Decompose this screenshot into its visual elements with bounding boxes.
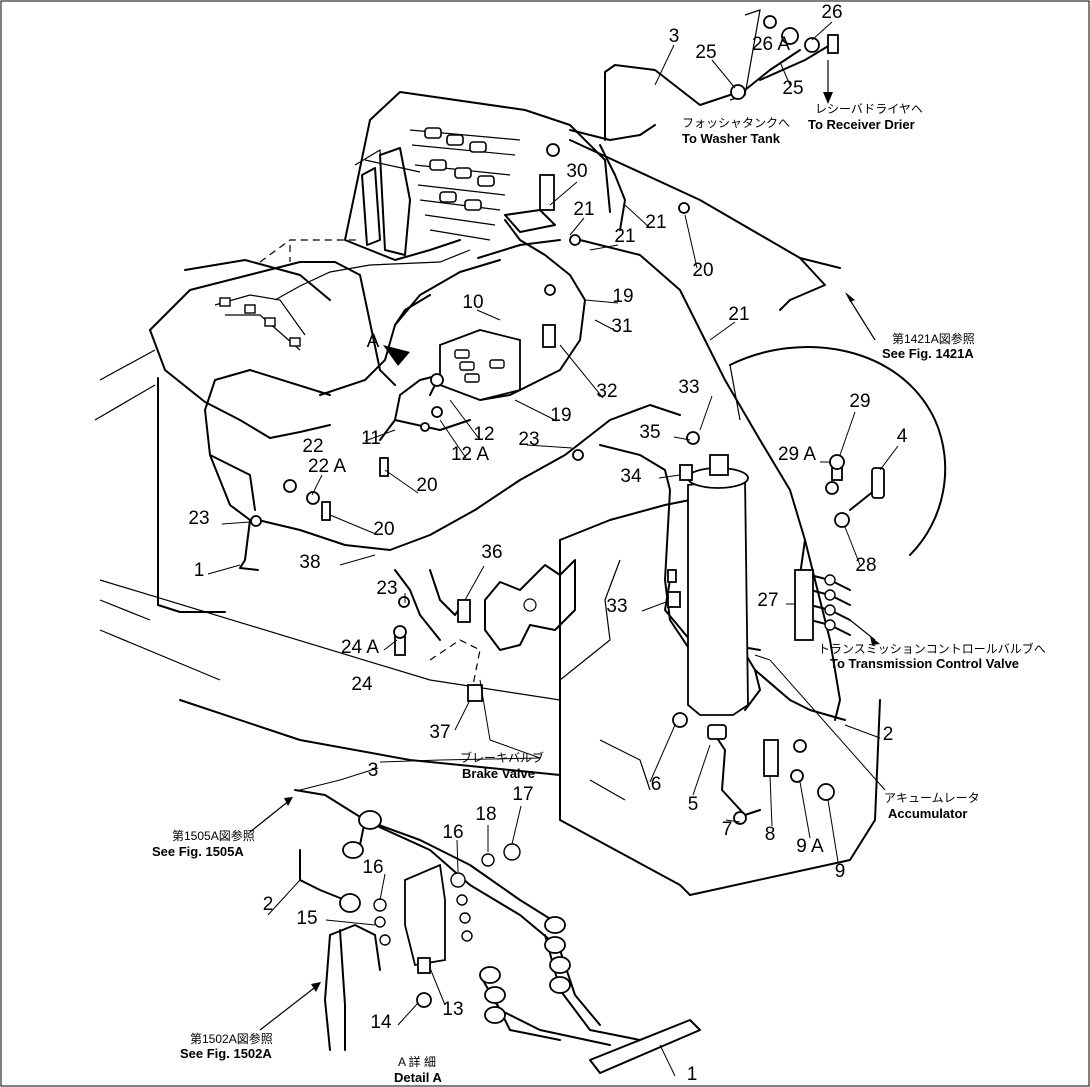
part-number-p32: 32 [596, 381, 617, 402]
part-number-p1b: 1 [687, 1064, 698, 1085]
detail-label-jp: A 詳 細 [398, 1054, 436, 1069]
part-number-p21a: 21 [573, 199, 594, 220]
part-number-p9a: 9 A [796, 836, 824, 857]
fittings [250, 15, 885, 1024]
part-number-p10: 10 [462, 292, 483, 313]
part-number-p23a: 23 [188, 508, 209, 529]
part-number-p21b: 21 [645, 212, 666, 233]
brake-label-jp: ブレーキバルブ [460, 750, 544, 765]
fig1505-label-en: See Fig. 1505A [152, 844, 244, 859]
fig1502-label-en: See Fig. 1502A [180, 1046, 272, 1061]
part-number-p17: 17 [512, 784, 533, 805]
receiver-label-en: To Receiver Drier [808, 117, 915, 132]
receiver-label-jp: レシーバドライヤヘ [815, 102, 923, 116]
part-number-p20c: 20 [373, 519, 394, 540]
part-number-p25a: 25 [695, 42, 716, 63]
part-number-p2b: 2 [263, 894, 274, 915]
part-number-p26: 26 [821, 2, 842, 23]
direction-arrows [249, 60, 880, 1031]
part-number-p3b: 3 [368, 760, 379, 781]
trans-label-jp: トランスミッションコントロールバルブへ [818, 641, 1046, 656]
part-number-p24a: 24 A [341, 637, 379, 658]
trans-label-en: To Transmission Control Valve [830, 656, 1019, 671]
accum-label-jp: アキュームレータ [884, 791, 980, 805]
part-number-p19a: 19 [612, 286, 633, 307]
part-number-p26a: 26 A [752, 34, 790, 55]
part-number-p6: 6 [651, 774, 662, 795]
part-number-p13: 13 [442, 999, 463, 1020]
leader-lines [207, 21, 899, 1077]
part-number-p31: 31 [611, 316, 632, 337]
part-number-p12: 12 [473, 424, 494, 445]
part-number-p9: 9 [835, 861, 846, 882]
part-number-p23c: 23 [376, 578, 397, 599]
part-number-p20b: 20 [416, 475, 437, 496]
detail-label-en: Detail A [394, 1070, 443, 1085]
part-number-p24: 24 [351, 674, 373, 695]
fig1421-label-jp: 第1421A図参照 [892, 331, 975, 346]
part-number-p29a: 29 A [778, 444, 816, 465]
part-number-p19b: 19 [550, 405, 571, 426]
fig1505-label-jp: 第1505A図参照 [172, 828, 255, 843]
part-number-p16a: 16 [442, 822, 463, 843]
part-number-p36: 36 [481, 542, 502, 563]
part-number-p27: 27 [757, 590, 778, 611]
part-number-p38: 38 [299, 552, 320, 573]
control-panel-block [214, 127, 560, 351]
part-number-p5: 5 [688, 794, 699, 815]
part-number-p11: 11 [361, 428, 381, 449]
part-number-p33b: 33 [606, 596, 627, 617]
part-number-p15: 15 [296, 908, 317, 929]
part-number-p3a: 3 [669, 26, 680, 47]
part-number-p7: 7 [722, 819, 733, 840]
part-number-p21c: 21 [614, 226, 635, 247]
text-labels: フォッシャタンクへ To Washer Tank レシーバドライヤヘ To Re… [152, 102, 1046, 1085]
washer-label-jp: フォッシャタンクへ [682, 116, 790, 130]
part-number-p1a: 1 [194, 560, 205, 581]
part-number-p12a: 12 A [451, 444, 489, 465]
part-number-p16b: 16 [362, 857, 383, 878]
part-number-p23b: 23 [518, 429, 539, 450]
part-number-p29: 29 [849, 391, 870, 412]
accum-label-en: Accumulator [888, 806, 967, 821]
washer-label-en: To Washer Tank [682, 131, 781, 146]
part-number-p4: 4 [897, 426, 908, 447]
brake-label-en: Brake Valve [462, 766, 535, 781]
part-number-p33a: 33 [678, 377, 699, 398]
fig1421-label-en: See Fig. 1421A [882, 346, 974, 361]
part-number-p22: 22 [302, 436, 323, 457]
part-number-p25b: 25 [782, 78, 803, 99]
machine-frame-outline [94, 91, 947, 896]
part-number-pA: A [367, 331, 380, 352]
part-number-p14: 14 [370, 1012, 392, 1033]
part-number-p18: 18 [475, 804, 496, 825]
part-number-p20a: 20 [692, 260, 713, 281]
part-number-p8: 8 [765, 824, 776, 845]
part-number-p34: 34 [620, 466, 642, 487]
part-number-p22a: 22 A [308, 456, 346, 477]
part-number-p35: 35 [639, 422, 660, 443]
part-number-p37: 37 [429, 722, 450, 743]
part-number-p2a: 2 [883, 724, 894, 745]
part-number-p28: 28 [855, 555, 876, 576]
part-number-p30: 30 [566, 161, 587, 182]
fig1502-label-jp: 第1502A図参照 [190, 1031, 273, 1046]
part-number-p21d: 21 [728, 304, 749, 325]
